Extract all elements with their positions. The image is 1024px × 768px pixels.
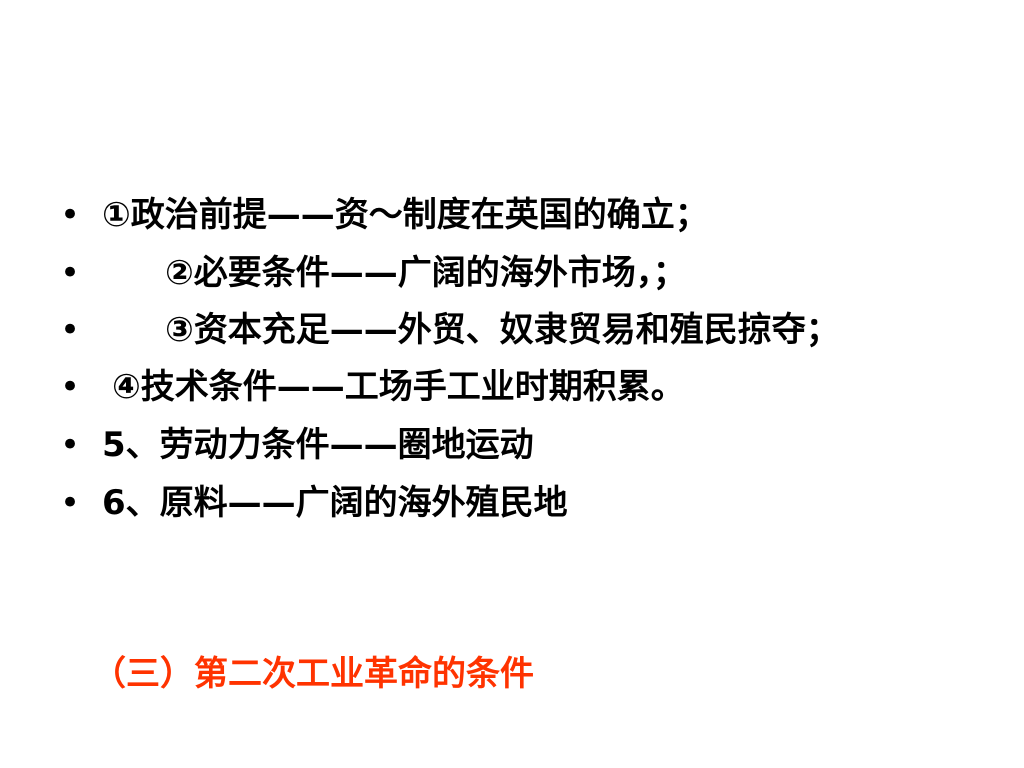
list-item-text: ②必要条件——广阔的海外市场，； — [165, 253, 687, 293]
list-item-text: ①政治前提——资～制度在英国的确立； — [102, 195, 709, 235]
list-item-necessary-condition: • ②必要条件——广阔的海外市场，； — [60, 244, 960, 302]
list-item-political-premise: • ①政治前提——资～制度在英国的确立； — [60, 186, 960, 244]
bullet-list: • ①政治前提——资～制度在英国的确立； • ②必要条件——广阔的海外市场，； … — [60, 186, 960, 532]
list-item-technology: • ④技术条件——工场手工业时期积累。 — [60, 358, 960, 416]
list-item-text: 6、原料——广阔的海外殖民地 — [102, 483, 568, 523]
section-heading: （三）第二次工业革命的条件 — [92, 654, 534, 694]
list-item-text: ④技术条件——工场手工业时期积累。 — [112, 367, 685, 407]
bullet-icon: • — [60, 483, 81, 523]
bullet-icon: • — [60, 367, 81, 407]
list-item-text: 5、劳动力条件——圈地运动 — [102, 425, 534, 465]
bullet-icon: • — [60, 310, 81, 350]
bullet-icon: • — [60, 195, 81, 235]
bullet-icon: • — [60, 253, 81, 293]
list-item-capital: • ③资本充足——外贸、奴隶贸易和殖民掠夺； — [60, 302, 960, 358]
list-item-text: ③资本充足——外贸、奴隶贸易和殖民掠夺； — [165, 310, 840, 350]
bullet-icon: • — [60, 425, 81, 465]
list-item-labor: • 5、劳动力条件——圈地运动 — [60, 416, 960, 474]
list-item-raw-material: • 6、原料——广阔的海外殖民地 — [60, 474, 960, 532]
